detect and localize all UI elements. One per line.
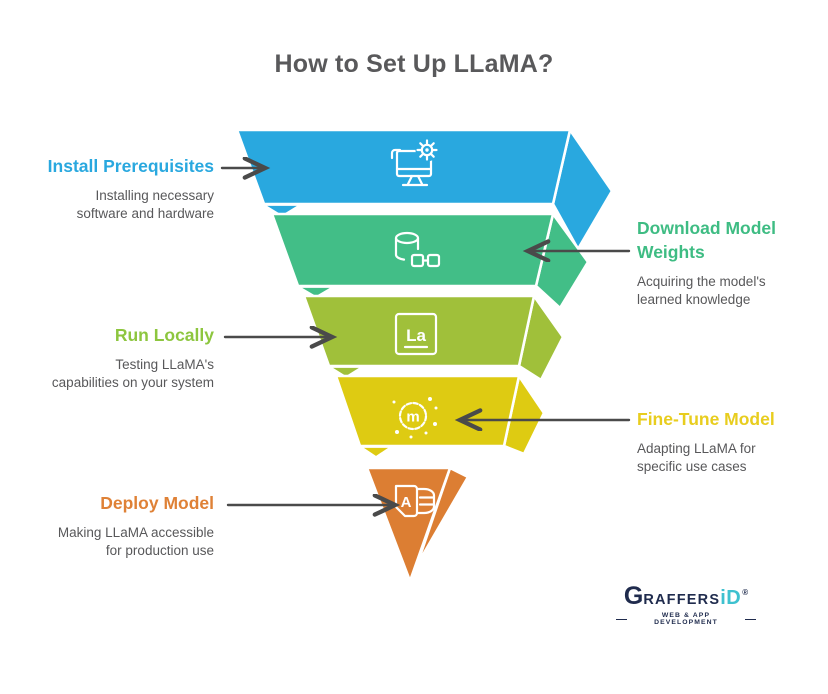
access-a-icon: A <box>394 484 436 518</box>
step-title: Install Prerequisites <box>47 156 214 176</box>
m-bubble-icon: m <box>392 397 438 439</box>
step-title: Run Locally <box>114 325 214 345</box>
step-title: Fine-Tune Model <box>637 409 775 429</box>
logo-letter-g: G <box>623 582 644 610</box>
graffersid-logo: G RAFFERS iD ® WEB & APP DEVELOPMENT <box>616 584 756 626</box>
step-label-fine-tune-model: Fine-Tune Model Adapting LLaMA for speci… <box>637 407 822 476</box>
funnel-level-4: m <box>334 374 546 458</box>
level-1-fold <box>263 204 301 217</box>
funnel-level-1 <box>235 128 614 251</box>
registered-mark: ® <box>742 588 749 597</box>
la-badge-icon: La <box>394 312 438 356</box>
level-3-fold <box>329 366 363 378</box>
svg-text:m: m <box>406 409 419 426</box>
level-2-fold <box>298 286 334 298</box>
step-description: Acquiring the model's learned knowledge <box>637 274 766 307</box>
logo-tagline: WEB & APP DEVELOPMENT <box>616 612 756 626</box>
logo-wordmark: G RAFFERS iD ® <box>623 582 749 610</box>
tagline-dash-left <box>616 618 628 620</box>
svg-text:La: La <box>406 326 426 345</box>
funnel-level-5: A <box>365 466 470 583</box>
step-description: Installing necessary software and hardwa… <box>76 188 214 221</box>
level-4-face <box>334 374 521 448</box>
funnel-level-3: La <box>302 294 565 382</box>
funnel-level-2 <box>270 212 590 310</box>
step-label-run-locally: Run Locally Testing LLaMA's capabilities… <box>10 323 214 392</box>
step-label-deploy-model: Deploy Model Making LLaMA accessible for… <box>10 491 214 560</box>
tagline-dash-right <box>744 618 756 620</box>
svg-text:A: A <box>401 494 412 511</box>
level-4-fold <box>360 446 392 458</box>
step-title: Deploy Model <box>100 493 214 513</box>
database-icon <box>394 231 441 268</box>
level-1-face <box>235 128 572 206</box>
step-description: Adapting LLaMA for specific use cases <box>637 441 756 474</box>
step-title: Download Model Weights <box>637 218 777 262</box>
page-title: How to Set Up LLaMA? <box>274 50 554 78</box>
step-description: Making LLaMA accessible for production u… <box>57 525 214 558</box>
monitor-gear-icon <box>390 138 439 187</box>
step-label-download-model-weights: Download Model Weights Acquiring the mod… <box>637 216 822 309</box>
step-label-install-prerequisites: Install Prerequisites Installing necessa… <box>10 154 214 223</box>
step-description: Testing LLaMA's capabilities on your sys… <box>51 357 214 390</box>
level-2-face <box>270 212 555 288</box>
